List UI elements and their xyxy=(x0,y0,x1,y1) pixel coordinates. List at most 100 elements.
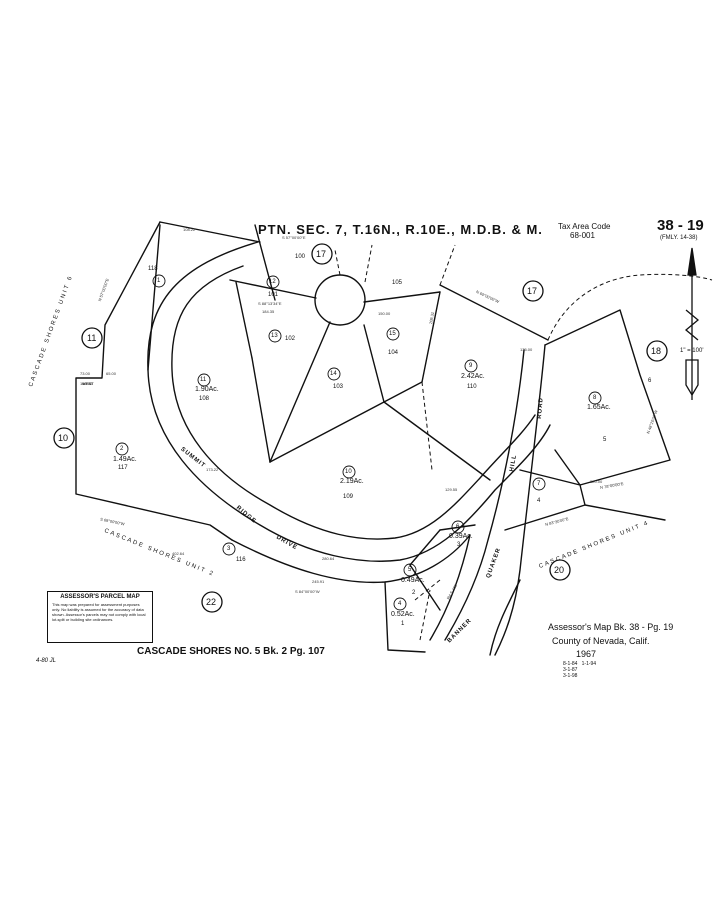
parcel-circle xyxy=(588,391,602,405)
parcel-acres: 0.39Ac. xyxy=(449,533,473,540)
adjacent-page-number: 17 xyxy=(316,249,327,259)
distance-label: 129.55 xyxy=(445,487,458,492)
parcel-circle xyxy=(342,465,356,479)
cul-de-sac xyxy=(314,274,366,326)
lot-number: 6 xyxy=(648,378,652,384)
lot-line xyxy=(439,284,549,341)
bearing-label: S 88°13'34"E xyxy=(258,301,282,306)
north-arrow-icon xyxy=(684,247,700,400)
lot-number: 117 xyxy=(118,465,128,471)
parcel-circle xyxy=(266,275,280,289)
parcel-acres: 1.65Ac. xyxy=(587,404,611,411)
parcel-circle xyxy=(393,597,407,611)
parcel-acres: 2.19Ac. xyxy=(340,478,364,485)
adjacent-page-number: 10 xyxy=(58,433,69,443)
distance-label: 402.64 xyxy=(172,551,185,556)
lot-line xyxy=(554,449,581,486)
dashed-line xyxy=(421,381,433,471)
distance-label: 108.22 xyxy=(183,227,196,232)
lot-number: 116 xyxy=(236,557,246,563)
dashed-line xyxy=(547,273,713,341)
parcel-acres: 2.42Ac. xyxy=(461,373,485,380)
parcel-id: 15 xyxy=(389,331,396,337)
page-number: 38 - 19 xyxy=(657,217,704,234)
parcel-id: 3 xyxy=(227,546,231,552)
parcel-acres: 1.49Ac. xyxy=(113,456,137,463)
road-edge-line xyxy=(444,349,525,641)
lot-line xyxy=(363,291,441,303)
distance-label: 73.00 xyxy=(80,371,91,376)
lot-number: 5 xyxy=(603,437,607,443)
map-reference-line2: County of Nevada, Calif. xyxy=(552,636,650,646)
lot-number: 104 xyxy=(388,350,399,356)
lot-number: 118 xyxy=(148,266,158,272)
lot-line xyxy=(229,279,317,299)
distance-label: 173.22 xyxy=(206,467,219,472)
note-label: WEST xyxy=(82,381,94,386)
boundary-line xyxy=(75,221,233,541)
dashed-line xyxy=(334,249,341,276)
lot-number: 4 xyxy=(537,498,541,504)
lot-number: 110 xyxy=(467,384,477,390)
parcel-id: 14 xyxy=(330,371,337,377)
adjacent-page-circle xyxy=(646,340,668,362)
distance-label: 135.00 xyxy=(520,347,533,352)
map-title: PTN. SEC. 7, T.16N., R.10E., M.D.B. & M. xyxy=(258,222,543,237)
parcel-circle xyxy=(464,359,478,373)
lot-number: 102 xyxy=(285,336,296,342)
distance-label: 65.00 xyxy=(106,371,117,376)
distance-label: 150.00 xyxy=(378,311,391,316)
parcel-id: 7 xyxy=(537,481,541,487)
dashed-line xyxy=(419,589,431,641)
adjacent-page-number: 22 xyxy=(206,597,217,607)
distance-label: 280.64 xyxy=(322,556,335,561)
scale-label: 1" = 100' xyxy=(680,348,704,354)
bearing-label: S 57°00'00"E xyxy=(282,235,306,240)
adjacent-page-circle xyxy=(549,559,571,581)
lot-line xyxy=(504,469,586,531)
parcel-circle xyxy=(222,542,236,556)
road-edge-line xyxy=(489,579,521,656)
parcel-id: 5 xyxy=(408,567,412,573)
lot-line xyxy=(251,357,271,463)
parcel-circle xyxy=(451,520,465,534)
dashed-line xyxy=(364,244,373,283)
road-edge-line xyxy=(147,224,161,371)
bearing-label: S 84°00'00"W xyxy=(295,589,320,594)
parcel-id: 12 xyxy=(269,279,276,285)
lot-number: 3 xyxy=(457,542,461,548)
lot-line xyxy=(584,504,666,521)
parcel-id: 2 xyxy=(120,446,124,452)
adjacent-page-number: 20 xyxy=(554,565,565,575)
lot-line xyxy=(409,564,441,611)
parcel-id: 6 xyxy=(456,524,460,530)
distance-label: 245.91 xyxy=(312,579,325,584)
lot-line xyxy=(269,401,385,463)
adjacent-page-circle xyxy=(81,327,103,349)
distance-label: 140.00 xyxy=(80,381,93,386)
disclaimer-title: ASSESSOR'S PARCEL MAP xyxy=(60,594,140,600)
disclaimer-text: This map was prepared for assessment pur… xyxy=(52,602,146,622)
lot-line xyxy=(363,324,385,403)
adjacent-page-number: 11 xyxy=(87,333,97,343)
parcel-circle xyxy=(115,442,129,456)
lot-line xyxy=(544,309,671,486)
map-reference-line1: Assessor's Map Bk. 38 - Pg. 19 xyxy=(548,622,674,632)
boundary-line xyxy=(159,221,261,243)
dashed-line xyxy=(414,579,441,601)
parcel-id: 13 xyxy=(271,333,278,339)
lot-line xyxy=(439,524,476,531)
road-edge-line xyxy=(147,241,551,562)
lot-number: 100 xyxy=(295,254,306,260)
adjacent-page-number: 17 xyxy=(527,286,538,296)
road-edge-line xyxy=(429,534,471,641)
lot-line xyxy=(383,381,423,403)
lot-number: 108 xyxy=(199,396,210,402)
lot-line xyxy=(421,291,441,383)
lot-line xyxy=(383,401,491,481)
parcel-circle xyxy=(403,563,417,577)
disclaimer-box: ASSESSOR'S PARCEL MAP This map was prepa… xyxy=(47,591,153,643)
parcel-id: 9 xyxy=(469,363,473,369)
parcel-id: 11 xyxy=(200,377,207,383)
family-reference: (FMLY. 14-38) xyxy=(660,235,698,241)
